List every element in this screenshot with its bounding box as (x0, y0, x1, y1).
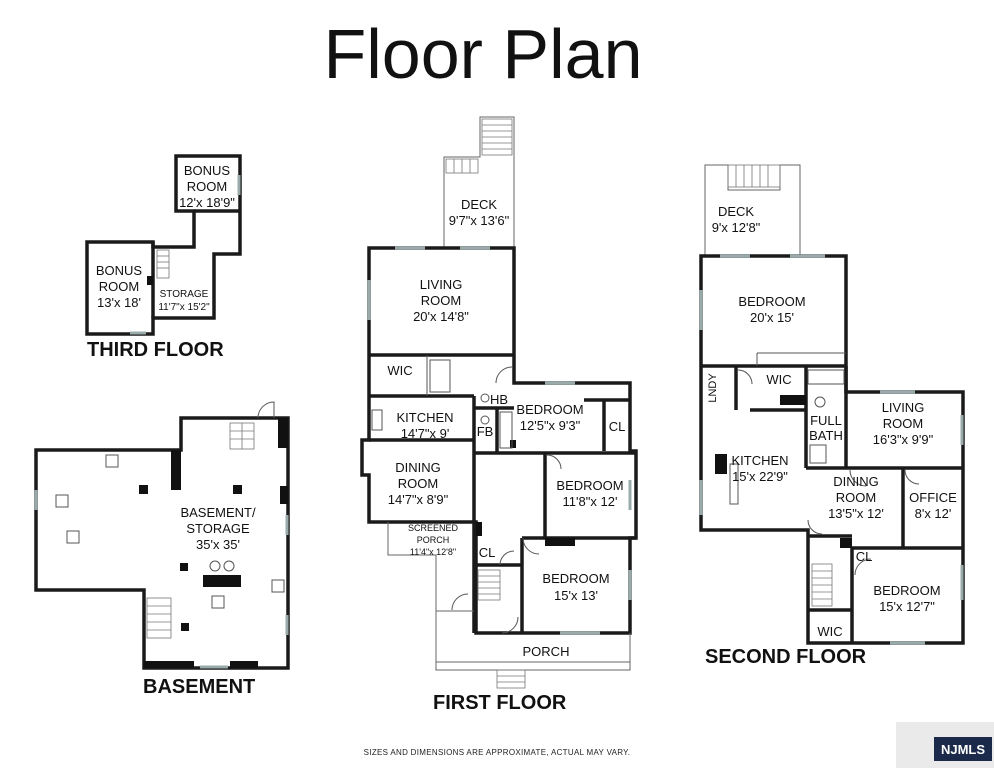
second-wic-2-name: WIC (817, 624, 842, 639)
first-screened-porch-name-1: SCREENED (408, 523, 459, 533)
second-dining-room-name-1: DINING (833, 474, 879, 489)
second-bedroom-1-name: BEDROOM (738, 294, 805, 309)
second-cl-name: CL (856, 549, 873, 564)
first-cl-2-name: CL (479, 545, 496, 560)
page-title: Floor Plan (323, 15, 642, 93)
njmls-logo: NJMLS (896, 722, 994, 768)
third-storage-dim: 11'7"x 15'2" (158, 302, 210, 313)
basement-plan: BASEMENT/ STORAGE 35'x 35' BASEMENT (34, 401, 290, 698)
first-dining-room-name-1: DINING (395, 460, 441, 475)
second-kitchen-dim: 15'x 22'9" (732, 469, 788, 484)
first-fb-name: FB (477, 424, 494, 439)
first-wic-name: WIC (387, 363, 412, 378)
second-deck-dim: 9'x 12'8" (712, 220, 761, 235)
basement-storage-name-2: STORAGE (186, 521, 250, 536)
second-living-room-dim: 16'3"x 9'9" (873, 432, 934, 447)
first-bedroom-2-name: BEDROOM (556, 478, 623, 493)
first-bedroom-3-name: BEDROOM (542, 571, 609, 586)
first-screened-porch-dim: 11'4"x 12'8" (410, 547, 456, 557)
second-wic-1-name: WIC (766, 372, 791, 387)
third-bonus-room-2-dim: 13'x 18' (97, 295, 141, 310)
second-bedroom-2-dim: 15'x 12'7" (879, 599, 935, 614)
third-bonus-room-1-name-2: ROOM (187, 179, 227, 194)
third-bonus-room-2-name-1: BONUS (96, 263, 143, 278)
first-deck-name: DECK (461, 197, 497, 212)
second-deck-name: DECK (718, 204, 754, 219)
first-floor-plan: DECK 9'7"x 13'6" LIVING ROOM 20'x 14'8" … (360, 116, 638, 714)
logo-badge-icon (934, 737, 992, 761)
second-office-dim: 8'x 12' (915, 506, 952, 521)
third-floor-label: THIRD FLOOR (87, 339, 224, 361)
first-kitchen-dim: 14'7"x 9' (401, 426, 450, 441)
third-bonus-room-1-name-1: BONUS (184, 163, 231, 178)
second-office-name: OFFICE (909, 490, 957, 505)
third-bonus-room-2-name-2: ROOM (99, 279, 139, 294)
first-living-room-name-2: ROOM (421, 293, 461, 308)
first-deck-dim: 9'7"x 13'6" (449, 213, 510, 228)
third-floor-plan: BONUS ROOM 12'x 18'9" BONUS ROOM 13'x 18… (85, 154, 242, 361)
second-dining-room-dim: 13'5"x 12' (828, 506, 884, 521)
first-bedroom-2-dim: 11'8"x 12' (563, 494, 618, 509)
second-floor-plan: DECK 9'x 12'8" BEDROOM 20'x 15' LNDY WIC… (699, 164, 965, 668)
third-storage-name: STORAGE (160, 289, 209, 300)
first-porch-name: PORCH (523, 644, 570, 659)
first-living-room-name-1: LIVING (420, 277, 463, 292)
first-hb-name: HB (490, 392, 508, 407)
basement-label: BASEMENT (143, 676, 255, 698)
first-bedroom-1-dim: 12'5"x 9'3" (520, 418, 581, 433)
disclaimer: SIZES AND DIMENSIONS ARE APPROXIMATE, AC… (364, 748, 631, 757)
third-bonus-room-1-dim: 12'x 18'9" (179, 195, 235, 210)
first-screened-porch-name-2: PORCH (417, 535, 450, 545)
first-living-room-dim: 20'x 14'8" (413, 309, 469, 324)
logo-text: NJMLS (941, 742, 985, 757)
first-bedroom-3-dim: 15'x 13' (554, 588, 598, 603)
second-full-bath-name-2: BATH (809, 428, 843, 443)
first-dining-room-dim: 14'7"x 8'9" (388, 492, 449, 507)
basement-storage-name-1: BASEMENT/ (180, 505, 256, 520)
first-dining-room-name-2: ROOM (398, 476, 438, 491)
second-bedroom-1-dim: 20'x 15' (750, 310, 794, 325)
second-floor-label: SECOND FLOOR (705, 646, 867, 668)
second-kitchen-name: KITCHEN (731, 453, 788, 468)
first-floor-label: FIRST FLOOR (433, 692, 567, 714)
second-full-bath-name-1: FULL (810, 413, 842, 428)
second-laundry-name: LNDY (707, 373, 719, 403)
second-bedroom-2-name: BEDROOM (873, 583, 940, 598)
first-bedroom-1-name: BEDROOM (516, 402, 583, 417)
second-living-room-name-1: LIVING (882, 400, 925, 415)
second-dining-room-name-2: ROOM (836, 490, 876, 505)
basement-storage-dim: 35'x 35' (196, 537, 240, 552)
first-cl-1-name: CL (609, 419, 626, 434)
second-living-room-name-2: ROOM (883, 416, 923, 431)
first-kitchen-name: KITCHEN (396, 410, 453, 425)
